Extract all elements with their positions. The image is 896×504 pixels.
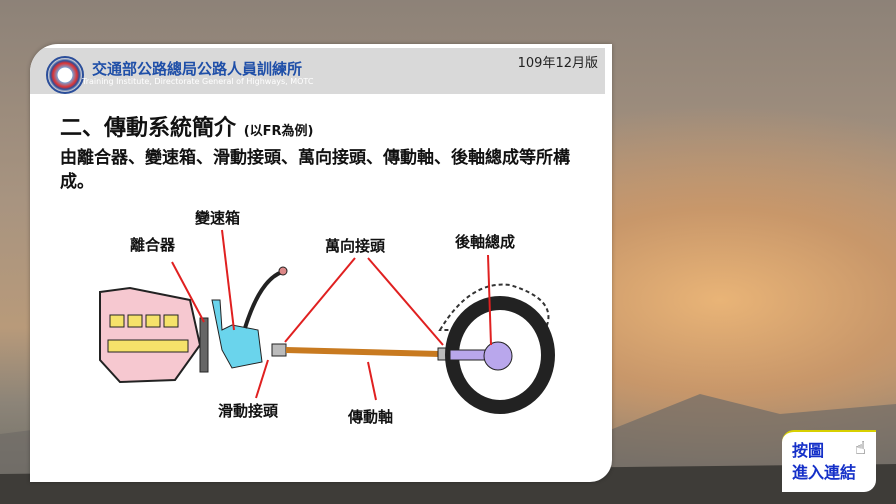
slide-description: 由離合器、變速箱、滑動接頭、萬向接頭、傳動軸、後軸總成等所構成。 (60, 148, 570, 192)
link-line2: 進入連結 (792, 463, 857, 482)
title-note: (以FR為例) (243, 124, 314, 139)
slide-panel: 交通部公路總局公路人員訓練所 Training Institute, Direc… (30, 44, 612, 482)
slip-joint (271, 343, 287, 357)
enter-link-button[interactable]: 按圖 進入連結 ☝ (782, 430, 876, 492)
header-bar (30, 48, 605, 94)
label-transmission: 變速箱 (195, 209, 241, 227)
link-line1: 按圖 (792, 441, 825, 460)
slide-title: 二、傳動系統簡介 (以FR為例) (60, 110, 313, 142)
clutch-plate (199, 317, 209, 373)
institute-logo (46, 56, 84, 94)
transmission-case (211, 299, 263, 369)
pointer-arrows (171, 229, 492, 401)
gear-lever (243, 270, 283, 329)
version-label: 109年12月版 (517, 56, 598, 71)
label-clutch: 離合器 (130, 236, 176, 254)
fender (438, 283, 550, 331)
hand-pointer-icon: ☝ (855, 438, 866, 459)
differential (483, 341, 513, 371)
org-name: 交通部公路總局公路人員訓練所 (92, 60, 303, 78)
label-rear-axle: 後軸總成 (455, 233, 516, 251)
engine-block (99, 286, 202, 384)
label-universal-joint: 萬向接頭 (325, 237, 386, 255)
label-drive-shaft: 傳動軸 (348, 408, 394, 426)
drive-shaft (285, 347, 441, 357)
label-slip-joint: 滑動接頭 (218, 402, 279, 420)
drivetrain-diagram (99, 229, 555, 414)
crankshaft (107, 339, 189, 353)
org-name-en: Training Institute, Directorate General … (82, 77, 314, 86)
title-text: 二、傳動系統簡介 (60, 116, 237, 141)
